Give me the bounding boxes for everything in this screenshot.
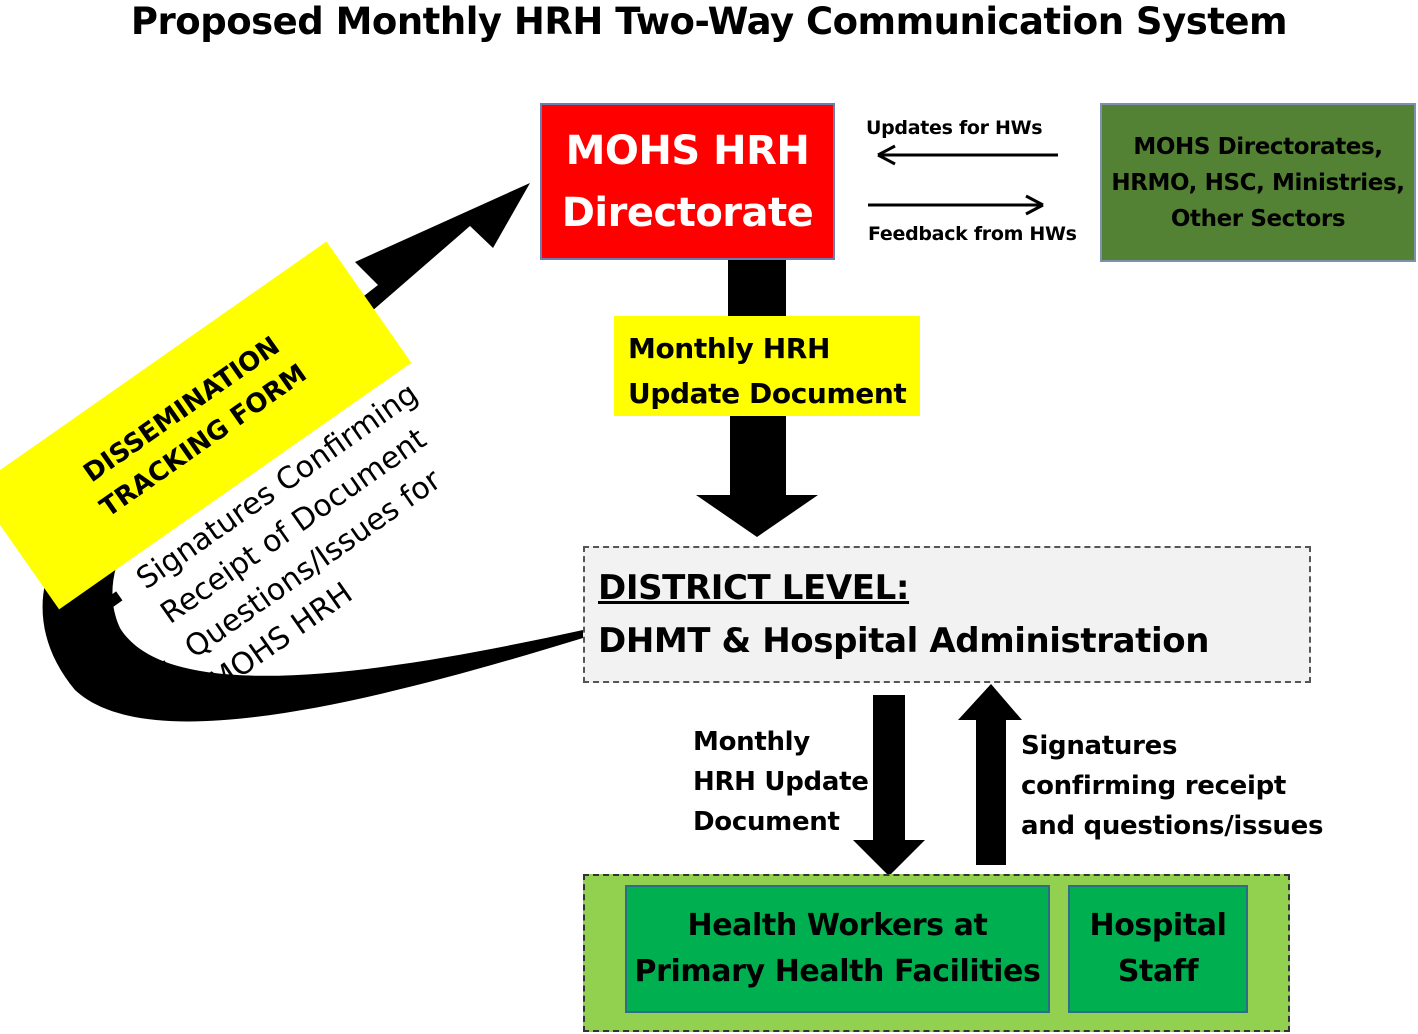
district-subtitle: DHMT & Hospital Administration	[598, 621, 1210, 661]
mohs-hrh-directorate-box: MOHS HRH Directorate	[540, 103, 835, 260]
arrow-up-icon	[958, 684, 1022, 865]
arrow-down-icon	[853, 695, 925, 876]
health-workers-line1: Health Workers at	[687, 908, 988, 943]
partners-box-line2: HRMO, HSC, Ministries,	[1111, 169, 1405, 196]
mohs-box-line1: MOHS HRH	[565, 127, 810, 174]
partners-box-line1: MOHS Directorates,	[1133, 133, 1383, 160]
workers-container: Health Workers at Primary Health Facilit…	[583, 874, 1290, 1032]
partners-box-line3: Other Sectors	[1170, 205, 1346, 232]
monthly-update-document-box: Monthly HRH Update Document	[614, 316, 920, 416]
feedback-label: Feedback from HWs	[868, 223, 1077, 245]
monthly-doc-line2: Update Document	[628, 377, 907, 410]
arrow-left-icon	[877, 144, 1058, 166]
health-workers-box: Health Workers at Primary Health Facilit…	[625, 885, 1050, 1013]
bullet-icon	[155, 660, 171, 676]
curved-feedback-arrow-icon	[42, 183, 584, 722]
bullet-icon	[107, 591, 123, 607]
arrow-down-icon	[696, 260, 818, 537]
page-title: Proposed Monthly HRH Two-Way Communicati…	[130, 0, 1288, 43]
district-title: DISTRICT LEVEL:	[598, 568, 910, 608]
health-workers-line2: Primary Health Facilities	[634, 954, 1041, 989]
flow-down-label: Monthly HRH Update Document	[693, 727, 869, 837]
updates-label: Updates for HWs	[866, 117, 1043, 139]
hospital-staff-line2: Staff	[1117, 954, 1199, 989]
monthly-doc-line1: Monthly HRH	[628, 332, 830, 365]
hospital-staff-box: Hospital Staff	[1068, 885, 1248, 1013]
mohs-box-line2: Directorate	[561, 189, 814, 236]
district-level-box: DISTRICT LEVEL: DHMT & Hospital Administ…	[583, 546, 1311, 683]
flow-up-label: Signatures confirming receipt and questi…	[1021, 731, 1324, 841]
partners-box: MOHS Directorates, HRMO, HSC, Ministries…	[1100, 103, 1416, 262]
arrow-right-icon	[868, 194, 1044, 216]
hospital-staff-line1: Hospital	[1089, 908, 1227, 943]
